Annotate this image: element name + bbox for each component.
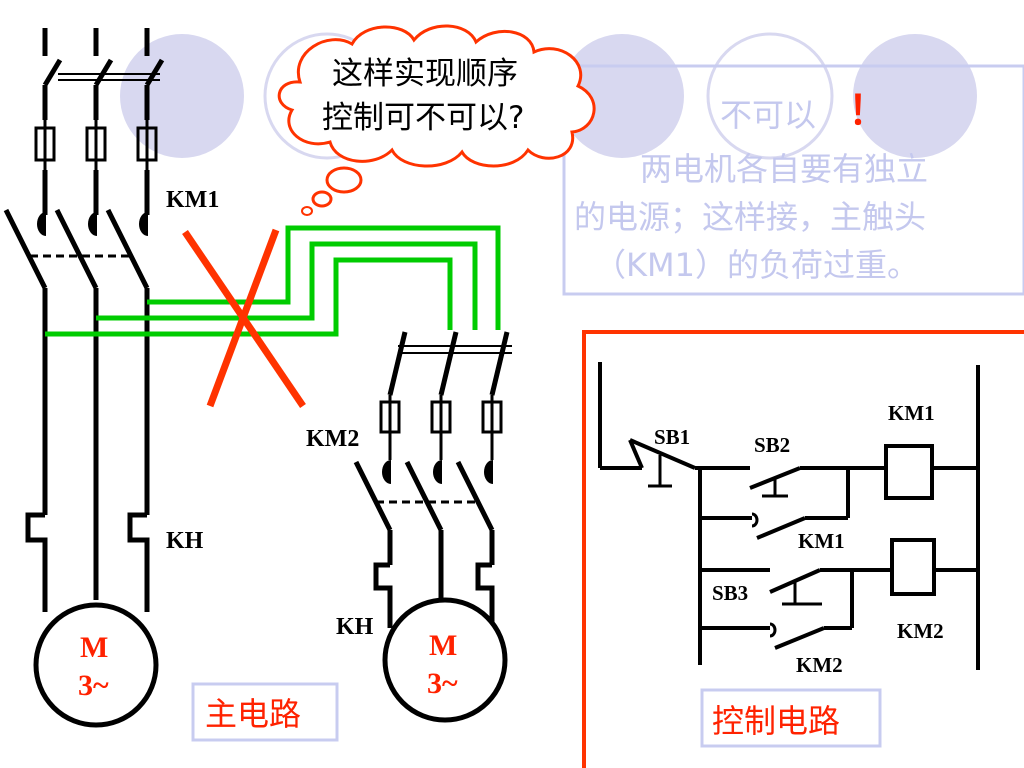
motor-2 <box>382 597 508 723</box>
coil-km1-label: KM1 <box>888 401 935 425</box>
motor-2-label-m: M <box>429 629 457 662</box>
cloud-bubble-2 <box>311 190 333 208</box>
sb3-label: SB3 <box>712 581 748 605</box>
km1-contact-arcs <box>37 212 148 236</box>
control-circuit-caption-box <box>700 688 882 748</box>
motor-2-label-phase: 3~ <box>427 667 458 700</box>
sb2-label: SB2 <box>754 433 790 457</box>
km2-label: KM2 <box>306 426 359 452</box>
contact-km1-label: KM1 <box>798 529 845 553</box>
cloud-shape <box>277 24 596 168</box>
cloud-line-1: 这样实现顺序 <box>332 56 518 92</box>
main-circuit-caption-box <box>191 682 339 742</box>
kh2-label: KH <box>336 614 374 640</box>
decor-circle-4 <box>706 32 834 160</box>
motor-1-label-phase: 3~ <box>78 669 109 702</box>
note-line-3: 的电源；这样接，主触头 <box>574 198 926 236</box>
km2-contact-arcs <box>382 460 493 484</box>
note-line-1: 不可以 <box>720 96 816 134</box>
main-circuit-caption: 主电路 <box>205 695 301 733</box>
note-line-4: （KM1）的负荷过重。 <box>594 246 919 284</box>
sb1-label: SB1 <box>654 425 690 449</box>
red-cross <box>182 228 306 408</box>
thought-cloud: 这样实现顺序 控制可不可以? <box>277 24 596 216</box>
note-exclaim: ！ <box>848 88 888 133</box>
control-circuit <box>598 362 980 670</box>
main-circuit-2 <box>353 331 512 628</box>
kh1-label: KH <box>166 528 204 554</box>
cloud-bubble-1 <box>325 166 363 194</box>
contact-km2-label: KM2 <box>796 653 843 677</box>
control-circuit-caption: 控制电路 <box>712 702 840 740</box>
note-line-2: 两电机各自要有独立 <box>640 150 928 188</box>
main-circuit-1 <box>3 28 165 612</box>
cloud-bubble-3 <box>301 206 313 216</box>
note-border <box>562 64 1024 296</box>
motor-1-label-m: M <box>80 631 108 664</box>
cloud-line-2: 控制可不可以? <box>322 100 524 136</box>
coil-km2-label: KM2 <box>897 619 944 643</box>
motor-1 <box>33 602 159 728</box>
control-panel-frame <box>582 330 1024 768</box>
note-box: 不可以 ！ 两电机各自要有独立 的电源；这样接，主触头 （KM1）的负荷过重。 <box>562 64 1024 296</box>
km1-label: KM1 <box>166 187 219 213</box>
